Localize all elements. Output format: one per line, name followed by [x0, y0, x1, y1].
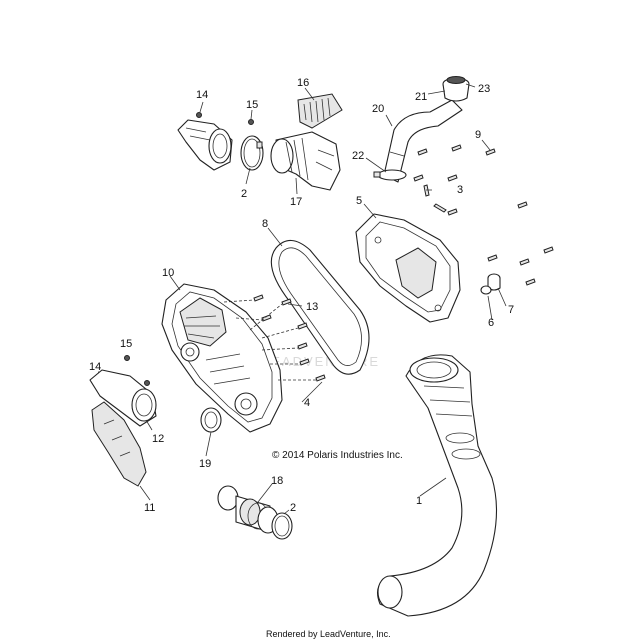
screws-right [487, 201, 554, 286]
callout-1: 1 [416, 495, 422, 507]
callout-15-lower: 15 [120, 338, 132, 350]
callout-4: 4 [304, 397, 310, 409]
callout-8: 8 [262, 218, 268, 230]
part-15-lower-screw [124, 355, 130, 361]
callout-3: 3 [457, 184, 463, 196]
part-13-screws [253, 294, 308, 330]
callout-20: 20 [372, 103, 384, 115]
callout-17: 17 [290, 196, 302, 208]
part-10-inner-cover [161, 283, 283, 433]
leader-lines [98, 83, 507, 515]
callout-10: 10 [162, 267, 174, 279]
part-20-outlet-tube [383, 99, 463, 183]
part-19-seal [200, 407, 222, 433]
rendered-by-credit: Rendered by LeadVenture, Inc. [266, 629, 391, 639]
callout-12: 12 [152, 433, 164, 445]
part-22-tube-clamp [373, 169, 407, 181]
callout-23: 23 [478, 83, 490, 95]
part-2-lower-clamp [271, 512, 293, 540]
part-9-screws [413, 144, 496, 182]
assembly-lines [223, 299, 316, 381]
callout-19: 19 [199, 458, 211, 470]
callout-15-upper: 15 [246, 99, 258, 111]
part-8-belt-inner [278, 247, 362, 366]
callout-22: 22 [352, 150, 364, 162]
part-3-pin [423, 184, 458, 216]
part-14-screw [196, 112, 202, 118]
part-1-intake-tube [377, 354, 498, 617]
callout-2-upper: 2 [241, 188, 247, 200]
part-23-cap [446, 76, 466, 84]
part-16-filter-element [297, 93, 343, 129]
callout-5: 5 [356, 195, 362, 207]
part-15-upper-screw [248, 119, 254, 125]
callout-6: 6 [488, 317, 494, 329]
part-17-intake-duct [270, 131, 341, 191]
callout-11: 11 [144, 502, 155, 514]
callout-14-lower: 14 [89, 361, 101, 373]
part-14-lower-intake-adapter [89, 369, 157, 427]
callout-9: 9 [475, 129, 481, 141]
part-11-duct-shield [91, 401, 147, 487]
copyright-notice: © 2014 Polaris Industries Inc. [272, 450, 403, 461]
callout-13: 13 [306, 301, 318, 313]
part-8-drive-belt [270, 239, 370, 375]
callout-7: 7 [508, 304, 514, 316]
part-14-upper-intake-adapter [177, 119, 233, 171]
callout-2-lower: 2 [290, 502, 296, 514]
callout-16: 16 [297, 77, 309, 89]
part-6-o-ring [480, 285, 492, 295]
part-14-lower-screw [144, 380, 150, 386]
callout-18: 18 [271, 475, 283, 487]
part-4-screws [297, 342, 326, 382]
callout-14-upper: 14 [196, 89, 208, 101]
part-18-coupler [217, 485, 279, 534]
callout-21: 21 [415, 91, 427, 103]
part-5-outer-cover [355, 213, 461, 323]
part-7-drain-plug [487, 273, 501, 291]
part-2-upper-clamp [240, 135, 264, 171]
